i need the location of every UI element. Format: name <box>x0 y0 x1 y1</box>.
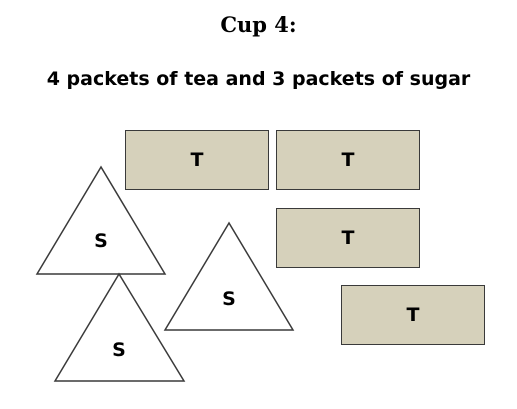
tea-packet-2: T <box>276 130 420 190</box>
sugar-packet-3: S <box>53 272 186 382</box>
sugar-packet-2: S <box>163 221 295 331</box>
tea-packet-1: T <box>125 130 269 190</box>
tea-packet-3: T <box>276 208 420 268</box>
sugar-packet-2-label: S <box>222 288 236 310</box>
tea-packet-4: T <box>341 285 485 345</box>
sugar-packet-3-label: S <box>112 339 126 361</box>
sugar-packet-1-label: S <box>94 230 108 252</box>
sugar-packet-1: S <box>35 165 167 275</box>
cup-title: Cup 4: <box>220 12 297 37</box>
cup-description: 4 packets of tea and 3 packets of sugar <box>46 68 471 90</box>
